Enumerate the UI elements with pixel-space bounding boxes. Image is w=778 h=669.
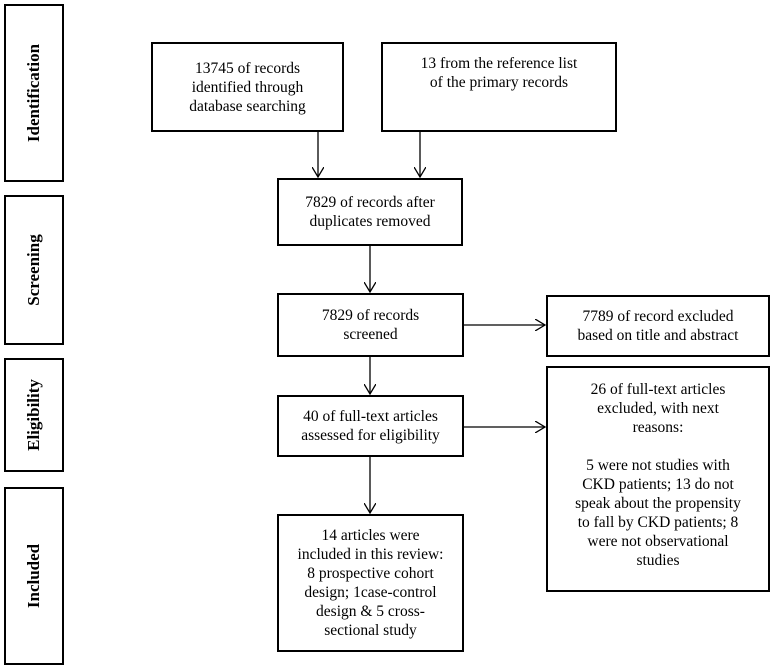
box-text-line: studies bbox=[636, 552, 680, 569]
stage-eligibility: Eligibility bbox=[4, 358, 64, 472]
box-text-line: 13745 of records bbox=[194, 59, 301, 77]
box-text-line: screened bbox=[343, 326, 398, 343]
box-fulltext-assessed: 40 of full-text articles assessed for el… bbox=[277, 395, 464, 457]
box-text-line: identified through bbox=[191, 78, 304, 96]
box-text-line: excluded, with next bbox=[597, 400, 719, 417]
box-text-line: of the primary records bbox=[429, 74, 569, 91]
box-reference-records: 13 from the reference list of the primar… bbox=[381, 42, 617, 132]
box-text-line: database searching bbox=[189, 97, 306, 115]
box-text-line: design & 5 cross- bbox=[316, 603, 425, 620]
box-text-line: 5 were not studies with bbox=[586, 457, 730, 474]
box-text-line: reasons: bbox=[632, 419, 684, 436]
box-text-line: included in this review: bbox=[297, 546, 444, 563]
box-text-line: design; 1case-control bbox=[304, 584, 437, 601]
box-after-duplicates: 7829 of records after duplicates removed bbox=[277, 178, 463, 246]
box-text-line: CKD patients; 13 do not bbox=[582, 476, 734, 493]
stage-included: Included bbox=[4, 487, 64, 665]
box-database-records: 13745 of records identified through data… bbox=[151, 42, 344, 132]
box-text-line: 7829 of records bbox=[321, 307, 420, 324]
box-fulltext-excluded: 26 of full-text articles excluded, with … bbox=[546, 366, 770, 592]
box-text-line: 8 prospective cohort bbox=[307, 565, 434, 582]
box-text-line: duplicates removed bbox=[309, 213, 431, 230]
box-text-line: 7789 of record excluded bbox=[582, 308, 734, 325]
box-records-excluded: 7789 of record excluded based on title a… bbox=[546, 295, 770, 357]
box-text-line: assessed for eligibility bbox=[301, 427, 440, 444]
stage-identification: Identification bbox=[4, 4, 64, 182]
box-text-line: 7829 of records after bbox=[305, 194, 435, 211]
box-text-line: 13 from the reference list bbox=[420, 55, 578, 72]
box-text-line: were not observational bbox=[587, 533, 729, 550]
box-text-line: speak about the propensity bbox=[575, 495, 741, 512]
box-text-line: sectional study bbox=[324, 622, 417, 639]
stage-screening: Screening bbox=[4, 195, 64, 345]
box-text-line: to fall by CKD patients; 8 bbox=[577, 514, 739, 531]
box-text-line: based on title and abstract bbox=[577, 327, 739, 344]
box-text-line: 14 articles were bbox=[321, 527, 420, 544]
box-text-line: 40 of full-text articles bbox=[303, 408, 438, 425]
box-included-studies: 14 articles were included in this review… bbox=[277, 514, 464, 652]
box-records-screened: 7829 of records screened bbox=[277, 293, 464, 357]
box-text-line: 26 of full-text articles bbox=[590, 381, 726, 398]
